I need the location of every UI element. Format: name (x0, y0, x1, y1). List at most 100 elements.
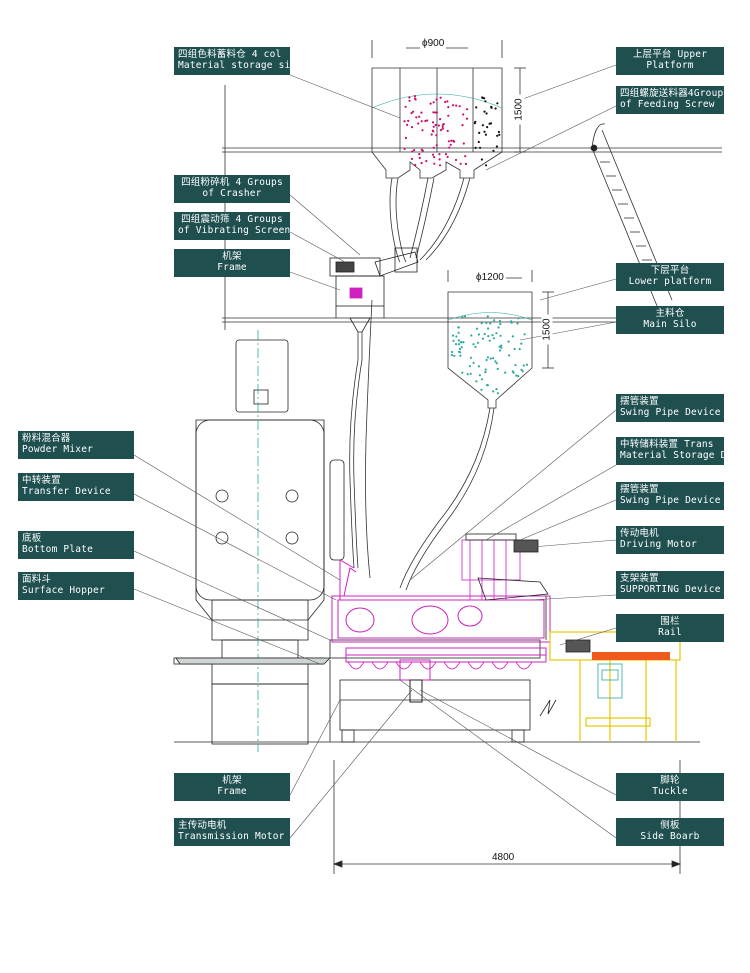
material-dot (498, 345, 501, 348)
material-dot (435, 144, 438, 147)
material-dot (434, 123, 437, 127)
swing-pipe-assembly (461, 533, 549, 640)
material-dot (483, 110, 486, 113)
motor-block (565, 639, 591, 653)
material-dot (513, 347, 516, 351)
material-dot (459, 162, 462, 165)
material-dot (463, 315, 467, 318)
main-silo-pipe (399, 407, 495, 591)
material-dot (483, 97, 486, 100)
material-dot (508, 354, 511, 357)
leader-lines (133, 64, 617, 839)
material-dot (488, 122, 491, 125)
material-dot (426, 119, 429, 122)
material-dot (455, 335, 458, 338)
material-dot (499, 322, 502, 326)
material-dot (466, 373, 469, 376)
material-dot (525, 363, 529, 366)
material-dot (431, 129, 434, 132)
material-dot (479, 146, 482, 149)
material-dot (498, 349, 502, 352)
material-dot (515, 374, 518, 377)
mold-cup (395, 661, 413, 670)
material-dot (480, 388, 483, 391)
material-dot (458, 350, 461, 353)
material-dot (420, 111, 423, 114)
material-dot (457, 331, 460, 334)
material-dot (490, 106, 493, 109)
material-dot (414, 163, 417, 167)
material-dot (434, 111, 437, 114)
material-dot (484, 368, 487, 371)
material-dot (404, 105, 407, 108)
material-dot (458, 347, 462, 351)
material-dot (484, 133, 487, 136)
material-dot (496, 392, 499, 395)
material-dot (483, 130, 486, 133)
material-dot (403, 147, 406, 150)
material-dot (447, 106, 450, 109)
material-dot (517, 375, 520, 378)
material-dot (410, 157, 413, 160)
material-dot (495, 332, 498, 335)
material-dot (485, 358, 488, 362)
material-dot (433, 156, 436, 159)
material-dot (435, 134, 438, 137)
material-dot (459, 354, 462, 357)
material-dot (461, 371, 464, 374)
mold-cup (371, 661, 389, 670)
material-dot (450, 353, 454, 357)
material-dot (438, 164, 442, 167)
material-dot (403, 120, 406, 123)
mold-cup (491, 661, 509, 670)
material-dot (435, 111, 438, 114)
material-dot (447, 140, 450, 143)
material-dot (420, 120, 423, 123)
material-dot (406, 123, 409, 126)
main-silo-diameter: ϕ1200 (474, 272, 506, 283)
material-dot (488, 339, 491, 342)
material-dot (495, 145, 498, 148)
feed-pipes (389, 177, 471, 263)
material-dot (487, 335, 490, 338)
material-dot (474, 146, 477, 149)
material-dot (417, 122, 420, 125)
material-dot (521, 370, 524, 373)
material-dot (495, 362, 498, 365)
control-box (597, 663, 623, 699)
material-dot (483, 332, 486, 336)
material-dot (504, 371, 507, 374)
material-dot (464, 162, 468, 165)
material-dot (461, 315, 464, 319)
material-dot (453, 354, 456, 357)
material-dot (510, 321, 513, 324)
material-dot (478, 374, 481, 377)
material-dot (465, 117, 469, 120)
material-dot (496, 134, 499, 137)
material-dot (421, 129, 424, 132)
material-dot (439, 129, 443, 132)
material-dot (486, 384, 489, 387)
material-dot (441, 125, 444, 128)
material-dot (458, 105, 461, 108)
material-dot (516, 322, 519, 325)
material-dot (500, 344, 503, 347)
material-dot (477, 333, 480, 336)
material-dot (451, 334, 455, 337)
material-dot (468, 365, 471, 368)
material-dot (439, 118, 442, 121)
material-dot (454, 158, 458, 162)
material-dot (449, 143, 452, 146)
material-dot (441, 127, 444, 130)
material-dot (418, 156, 421, 159)
upper-silo (371, 40, 526, 179)
